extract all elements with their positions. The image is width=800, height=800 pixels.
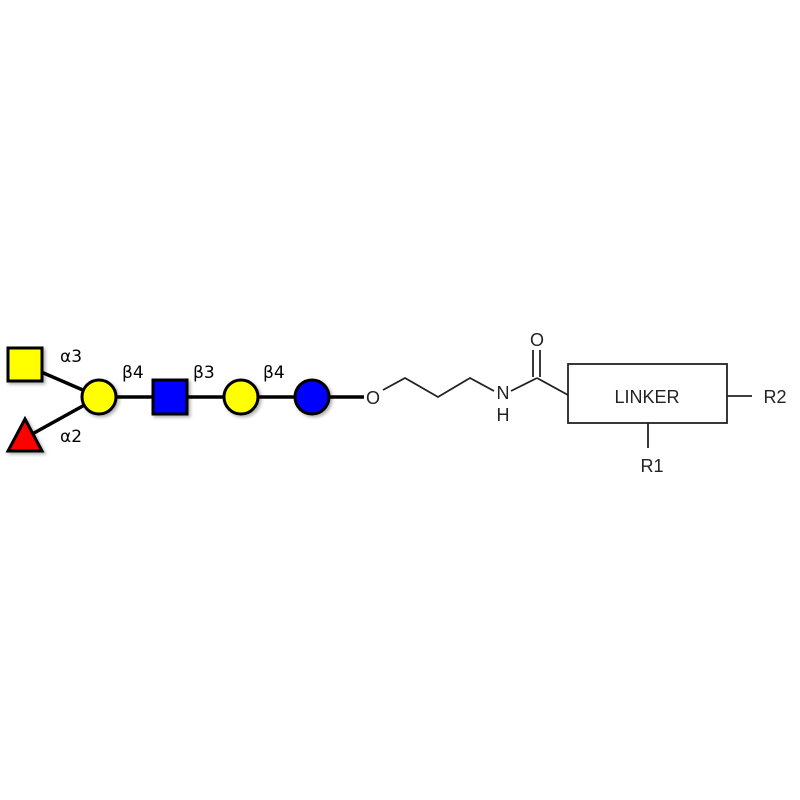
linkage-label: β3 <box>193 363 215 383</box>
red-triangle-fucose <box>5 415 45 453</box>
hydrogen-atom: H <box>497 405 510 425</box>
carbonyl-oxygen-atom: O <box>530 330 544 350</box>
r2-label: R2 <box>763 387 786 407</box>
yellow-circle-galactose-2 <box>222 378 260 416</box>
oxygen-atom: O <box>366 388 380 408</box>
r1-label: R1 <box>640 456 663 476</box>
linkage-label: α3 <box>60 347 82 367</box>
linkage-label: β4 <box>263 363 285 383</box>
blue-square-glcnac <box>151 378 189 416</box>
nitrogen-atom: N <box>497 383 510 403</box>
linkage-label: α2 <box>60 427 82 447</box>
yellow-square-galnac <box>6 346 44 383</box>
spacer-bonds <box>382 350 752 448</box>
yellow-circle-galactose <box>80 378 118 416</box>
blue-circle-glucose <box>293 378 331 416</box>
linkage-label: β4 <box>122 363 144 383</box>
linker-label: LINKER <box>614 387 679 407</box>
